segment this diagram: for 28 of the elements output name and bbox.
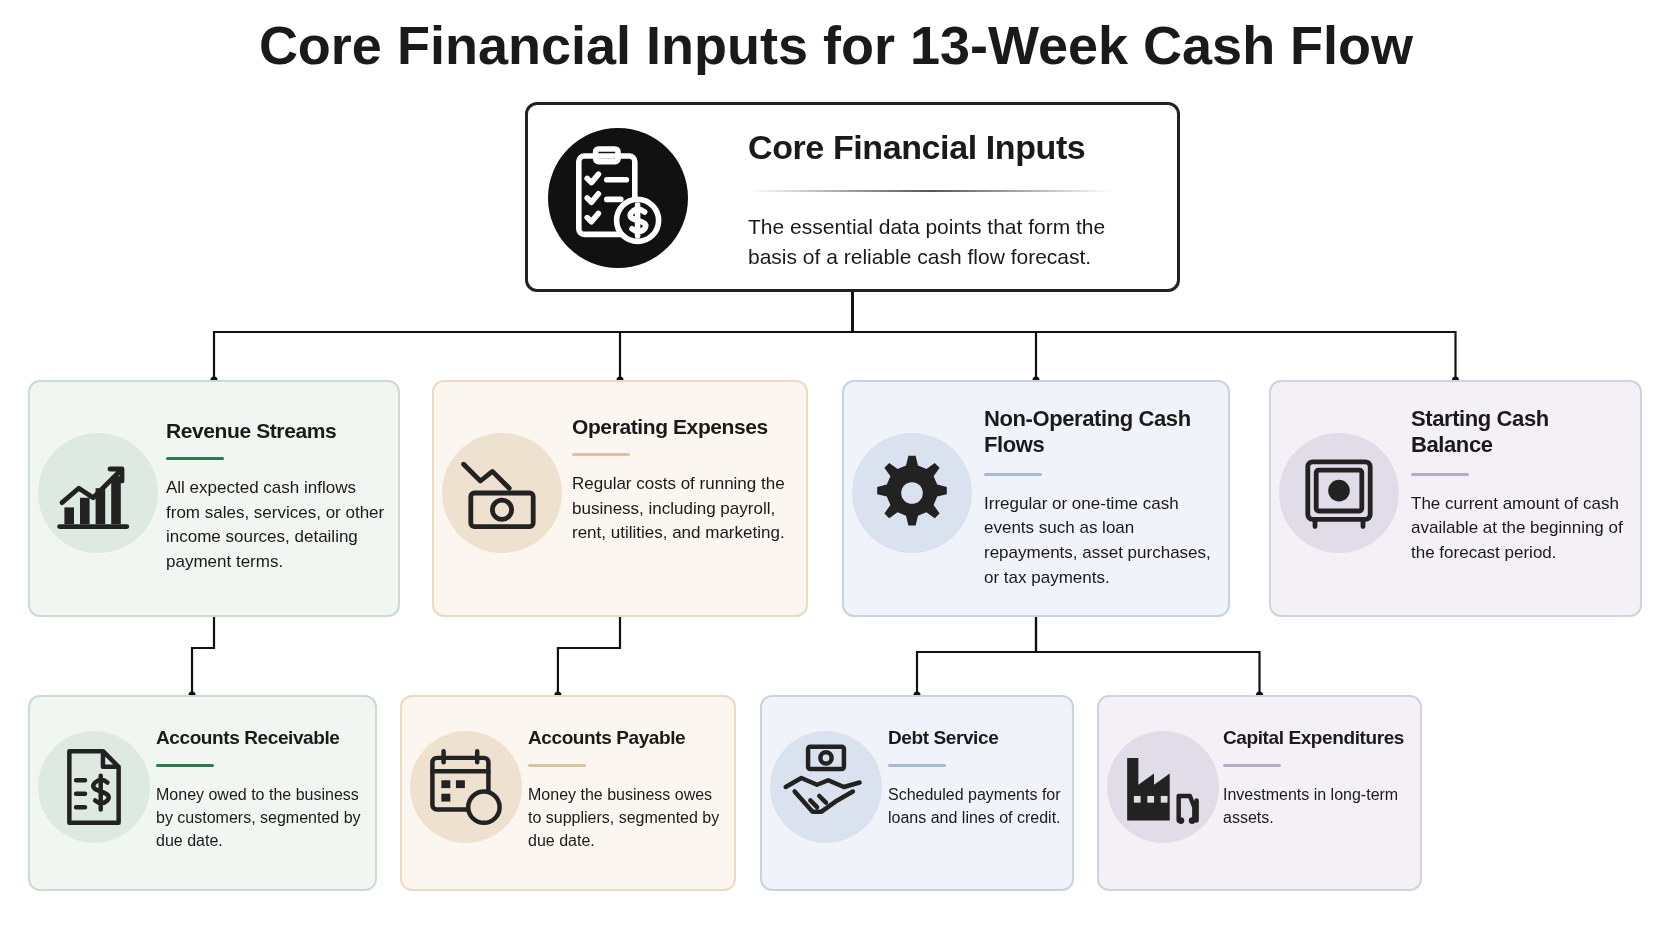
heading: Capital Expenditures <box>1223 727 1404 750</box>
heading: Operating Expenses <box>572 414 768 440</box>
description: The current amount of cash available at the beginning of the forecast period. <box>1411 492 1624 565</box>
description: Regular costs of running the business, including payroll, rent, utilities, and marketing. <box>572 473 786 545</box>
category-card <box>1269 380 1642 617</box>
heading: Revenue Streams <box>166 418 337 444</box>
category-card <box>842 380 1230 617</box>
description: Investments in long-term assets. <box>1223 784 1400 828</box>
heading: Accounts Payable <box>528 727 686 750</box>
category-card <box>28 380 400 617</box>
heading: Non-Operating Cash Flows <box>984 406 1192 459</box>
category-card <box>1097 695 1422 891</box>
title: Core Financial Inputs for 13-Week Cash Flow <box>258 14 1414 76</box>
category-card <box>400 695 736 891</box>
summary-card <box>525 102 1180 292</box>
description: Money owed to the business by customers, segmented by due date. <box>156 784 362 852</box>
heading: Accounts Receivable <box>156 727 340 750</box>
heading: Core Financial Inputs <box>748 127 1086 168</box>
heading: Starting Cash Balance <box>1411 406 1550 459</box>
category-card <box>760 695 1074 891</box>
description: All expected cash inflows from sales, services, or other income sources, detailing payment terms. <box>166 477 386 574</box>
description: The essential data points that form the basis of a reliable cash flow forecast. <box>748 213 1107 271</box>
category-card <box>432 380 808 617</box>
description: Scheduled payments for loans and lines of credit. <box>888 784 1062 828</box>
description: Money the business owes to suppliers, segmented by due date. <box>528 784 721 852</box>
description: Irregular or one-time cash events such as loan repayments, asset purchases, or tax payments. <box>984 492 1212 589</box>
category-card <box>28 695 377 891</box>
heading: Debt Service <box>888 727 999 750</box>
